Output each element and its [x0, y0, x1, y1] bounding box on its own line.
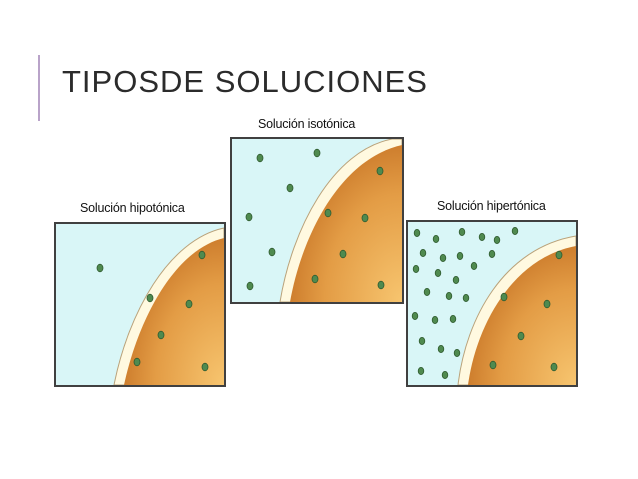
solute-particle: [441, 370, 449, 379]
panel-hypotonic: [54, 222, 226, 387]
solute-particle: [431, 316, 439, 325]
solute-particle: [449, 315, 457, 324]
solute-particle: [489, 360, 497, 370]
label-hypertonic: Solución hipertónica: [437, 199, 546, 213]
solute-particle: [311, 274, 319, 284]
solute-particle: [445, 292, 453, 301]
solute-particle: [452, 276, 460, 285]
solute-particle: [339, 249, 347, 259]
solute-particle: [493, 235, 501, 244]
panel-hypertonic: [406, 220, 578, 387]
solute-particle: [268, 247, 276, 257]
solute-particle: [246, 281, 254, 291]
solute-particle: [478, 232, 486, 241]
solute-particle: [543, 299, 551, 309]
solute-particle: [412, 265, 420, 274]
slide-title: TIPOSDE SOLUCIONES: [62, 64, 428, 99]
solute-particle: [245, 212, 253, 222]
label-isotonic: Solución isotónica: [258, 117, 356, 131]
solute-particle: [324, 208, 332, 218]
solute-particle: [417, 366, 425, 375]
solute-particle: [437, 345, 445, 354]
solute-particle: [146, 293, 154, 303]
isotonic-illustration: [245, 139, 402, 302]
solute-particle: [96, 263, 104, 273]
solute-particle: [185, 299, 193, 309]
solute-particle: [419, 248, 427, 257]
solute-particle: [432, 234, 440, 243]
solute-particle: [555, 250, 563, 260]
solute-particle: [423, 288, 431, 297]
solute-particle: [256, 153, 264, 163]
solute-particle: [418, 337, 426, 346]
panel-isotonic: [230, 137, 404, 304]
solute-particle: [470, 262, 478, 271]
cell-body: [468, 246, 576, 385]
solute-particle: [456, 251, 464, 260]
solute-particle: [550, 362, 558, 372]
solute-particle: [453, 349, 461, 358]
solute-particle: [201, 362, 209, 372]
solute-particle: [462, 294, 470, 303]
hypotonic-illustration: [96, 227, 224, 385]
solute-particle: [488, 249, 496, 258]
solute-particle: [458, 228, 466, 236]
cell-body: [124, 238, 224, 385]
solute-particle: [517, 331, 525, 341]
solute-particle: [361, 213, 369, 223]
cell-body: [290, 145, 402, 302]
solute-particle: [377, 280, 385, 290]
solute-particle: [376, 166, 384, 176]
solute-particle: [434, 269, 442, 278]
solute-particle: [500, 292, 508, 302]
solute-particle: [511, 227, 519, 235]
solute-particle: [439, 254, 447, 263]
solute-particle: [133, 357, 141, 367]
solute-particle: [413, 229, 421, 237]
hypertonic-illustration: [411, 227, 576, 385]
solute-particle: [411, 312, 419, 321]
title-accent-bar: [38, 55, 40, 121]
label-hypotonic: Solución hipotónica: [80, 201, 185, 215]
solute-particle: [286, 183, 294, 193]
solute-particle: [313, 148, 321, 158]
solute-particle: [198, 250, 206, 260]
solute-particle: [157, 330, 165, 340]
